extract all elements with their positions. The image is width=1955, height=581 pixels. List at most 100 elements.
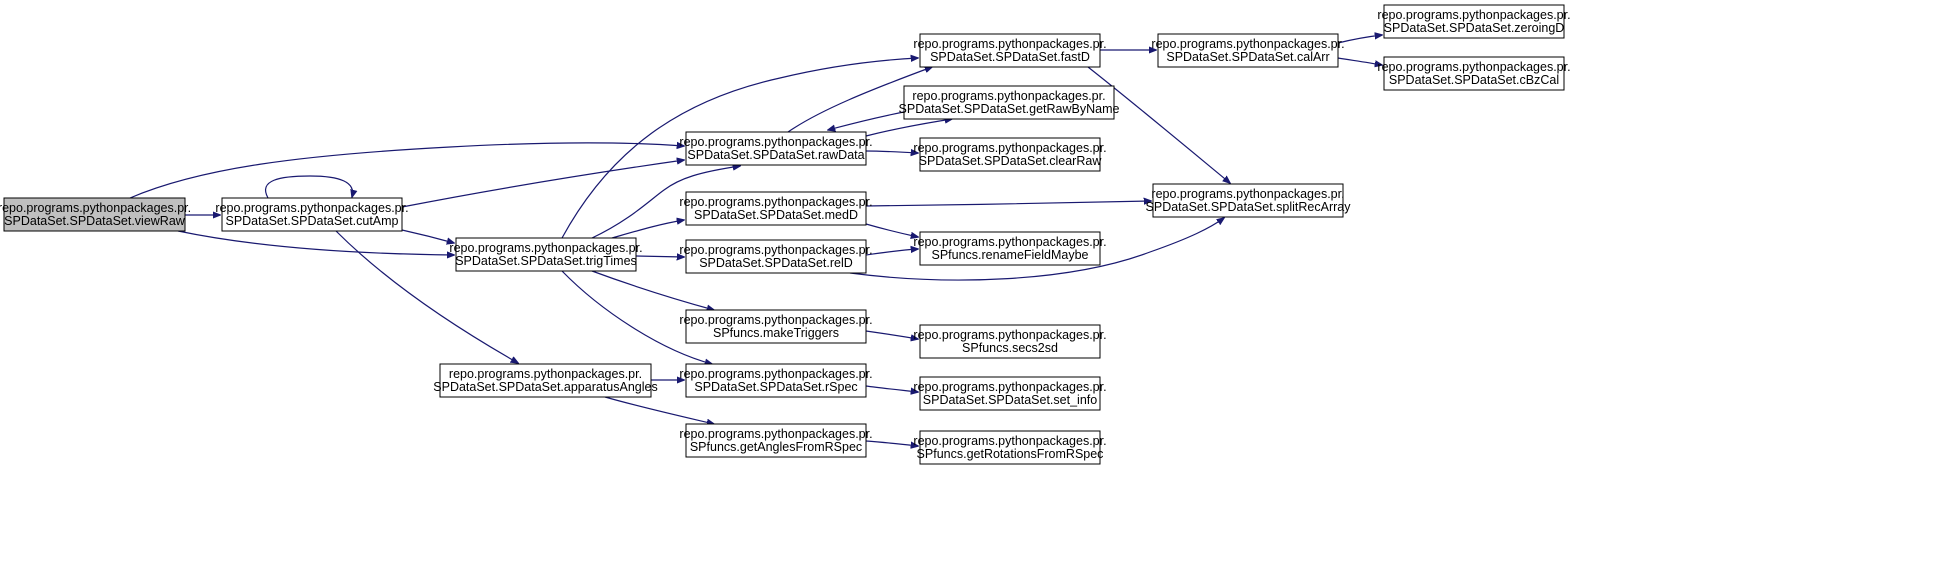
edge-cutAmp-to-rawData — [401, 160, 684, 208]
node-label-line: repo.programs.pythonpackages.pr. — [215, 201, 408, 215]
node-label-line: SPDataSet.SPDataSet.calArr — [1166, 50, 1329, 64]
node-box — [685, 191, 867, 226]
node-box — [903, 85, 1115, 120]
node-label-line: repo.programs.pythonpackages.pr. — [913, 235, 1106, 249]
edge-cutAmp-to-cutAmp — [265, 175, 353, 198]
node-label-line: repo.programs.pythonpackages.pr. — [1151, 187, 1344, 201]
edge-cutAmp-to-trigTimes — [401, 229, 454, 243]
node-clearRaw[interactable]: repo.programs.pythonpackages.pr.SPDataSe… — [913, 137, 1107, 172]
edge-arrow — [865, 151, 918, 153]
edge-arrow — [635, 256, 684, 257]
edge-arrow — [1337, 57, 1382, 65]
node-box — [685, 363, 867, 398]
node-cBzCal[interactable]: repo.programs.pythonpackages.pr.SPDataSe… — [1377, 56, 1571, 91]
node-getRotationsFromRSpec[interactable]: repo.programs.pythonpackages.pr.SPfuncs.… — [913, 430, 1107, 465]
node-box — [685, 131, 867, 166]
edge-arrow — [787, 67, 932, 133]
edge-arrow — [401, 229, 454, 243]
edge-rawData-to-fastD — [787, 67, 932, 133]
node-label-line: repo.programs.pythonpackages.pr. — [913, 328, 1106, 342]
node-box — [919, 137, 1101, 172]
node-viewRaw[interactable]: repo.programs.pythonpackages.pr.SPDataSe… — [0, 197, 191, 232]
edge-viewRaw-to-rawData — [129, 143, 684, 199]
node-box — [1157, 33, 1339, 68]
node-box — [919, 376, 1101, 411]
node-getRawByName[interactable]: repo.programs.pythonpackages.pr.SPDataSe… — [899, 85, 1120, 120]
edge-rawData-to-getRawByName — [865, 119, 952, 137]
node-secs2sd[interactable]: repo.programs.pythonpackages.pr.SPfuncs.… — [913, 324, 1107, 359]
node-label-line: repo.programs.pythonpackages.pr. — [1377, 8, 1570, 22]
node-label-line: repo.programs.pythonpackages.pr. — [913, 37, 1106, 51]
node-label-line: repo.programs.pythonpackages.pr. — [449, 241, 642, 255]
node-label-line: SPfuncs.makeTriggers — [713, 326, 839, 340]
edge-arrow — [177, 230, 454, 255]
edge-trigTimes-to-rSpec — [561, 270, 712, 364]
node-rawData[interactable]: repo.programs.pythonpackages.pr.SPDataSe… — [679, 131, 873, 166]
node-relD[interactable]: repo.programs.pythonpackages.pr.SPDataSe… — [679, 239, 873, 274]
node-box — [685, 239, 867, 274]
node-label-line: repo.programs.pythonpackages.pr. — [449, 367, 642, 381]
edge-calArr-to-cBzCal — [1337, 57, 1382, 65]
node-trigTimes[interactable]: repo.programs.pythonpackages.pr.SPDataSe… — [449, 237, 643, 272]
edge-cutAmp-to-apparatusAngles — [335, 230, 518, 363]
node-label-line: SPDataSet.SPDataSet.getRawByName — [899, 102, 1120, 116]
edge-trigTimes-to-makeTriggers — [591, 270, 714, 310]
edge-arrow — [1337, 35, 1382, 44]
node-label-line: SPDataSet.SPDataSet.rSpec — [694, 380, 857, 394]
node-label-line: repo.programs.pythonpackages.pr. — [679, 195, 872, 209]
edge-relD-to-splitRecArray — [849, 218, 1224, 281]
edge-arrow — [1087, 66, 1230, 183]
edge-arrow — [865, 385, 918, 392]
node-label-line: repo.programs.pythonpackages.pr. — [913, 380, 1106, 394]
node-box — [685, 309, 867, 344]
edge-arrow — [561, 58, 918, 239]
node-box — [919, 33, 1101, 68]
node-label-line: SPDataSet.SPDataSet.zeroingD — [1384, 21, 1565, 35]
edge-arrow — [865, 223, 918, 237]
node-zeroingD[interactable]: repo.programs.pythonpackages.pr.SPDataSe… — [1377, 4, 1571, 39]
node-apparatusAngles[interactable]: repo.programs.pythonpackages.pr.SPDataSe… — [433, 363, 658, 398]
node-box — [455, 237, 637, 272]
edge-viewRaw-to-trigTimes — [177, 230, 454, 255]
edge-arrow — [849, 218, 1224, 281]
node-box — [685, 423, 867, 458]
edge-medD-to-renameFieldMaybe — [865, 223, 918, 237]
edge-arrow — [611, 220, 684, 239]
edge-calArr-to-zeroingD — [1337, 35, 1382, 44]
edge-arrow — [865, 249, 918, 256]
node-label-line: repo.programs.pythonpackages.pr. — [1377, 60, 1570, 74]
edge-arrow — [401, 160, 684, 208]
edge-arrow — [129, 143, 684, 199]
edge-arrow — [591, 166, 740, 239]
node-box — [1383, 4, 1565, 39]
edge-arrow — [265, 175, 353, 198]
edge-trigTimes-to-rawData — [591, 166, 740, 239]
node-label-line: SPDataSet.SPDataSet.trigTimes — [455, 254, 637, 268]
edge-rawData-to-clearRaw — [865, 151, 918, 153]
nodes-layer: repo.programs.pythonpackages.pr.SPDataSe… — [0, 4, 1571, 465]
edge-arrow — [865, 119, 952, 137]
node-box — [919, 231, 1101, 266]
edge-fastD-to-splitRecArray — [1087, 66, 1230, 183]
node-label-line: SPfuncs.renameFieldMaybe — [931, 248, 1088, 262]
node-label-line: SPfuncs.secs2sd — [962, 341, 1058, 355]
node-makeTriggers[interactable]: repo.programs.pythonpackages.pr.SPfuncs.… — [679, 309, 873, 344]
node-getAnglesFromRSpec[interactable]: repo.programs.pythonpackages.pr.SPfuncs.… — [679, 423, 873, 458]
node-rSpec[interactable]: repo.programs.pythonpackages.pr.SPDataSe… — [679, 363, 873, 398]
node-fastD[interactable]: repo.programs.pythonpackages.pr.SPDataSe… — [913, 33, 1107, 68]
edge-arrow — [561, 270, 712, 364]
node-calArr[interactable]: repo.programs.pythonpackages.pr.SPDataSe… — [1151, 33, 1345, 68]
node-label-line: SPDataSet.SPDataSet.rawData — [687, 148, 864, 162]
node-splitRecArray[interactable]: repo.programs.pythonpackages.pr.SPDataSe… — [1146, 183, 1352, 218]
node-label-line: repo.programs.pythonpackages.pr. — [913, 434, 1106, 448]
node-medD[interactable]: repo.programs.pythonpackages.pr.SPDataSe… — [679, 191, 873, 226]
node-renameFieldMaybe[interactable]: repo.programs.pythonpackages.pr.SPfuncs.… — [913, 231, 1107, 266]
edge-medD-to-splitRecArray — [865, 201, 1151, 207]
edge-arrow — [865, 201, 1151, 207]
node-set_info[interactable]: repo.programs.pythonpackages.pr.SPDataSe… — [913, 376, 1107, 411]
node-label-line: SPDataSet.SPDataSet.clearRaw — [919, 154, 1103, 168]
node-box — [1152, 183, 1344, 218]
node-cutAmp[interactable]: repo.programs.pythonpackages.pr.SPDataSe… — [215, 197, 409, 232]
edge-apparatusAngles-to-getAnglesFromRSpec — [604, 396, 714, 424]
node-label-line: repo.programs.pythonpackages.pr. — [912, 89, 1105, 103]
